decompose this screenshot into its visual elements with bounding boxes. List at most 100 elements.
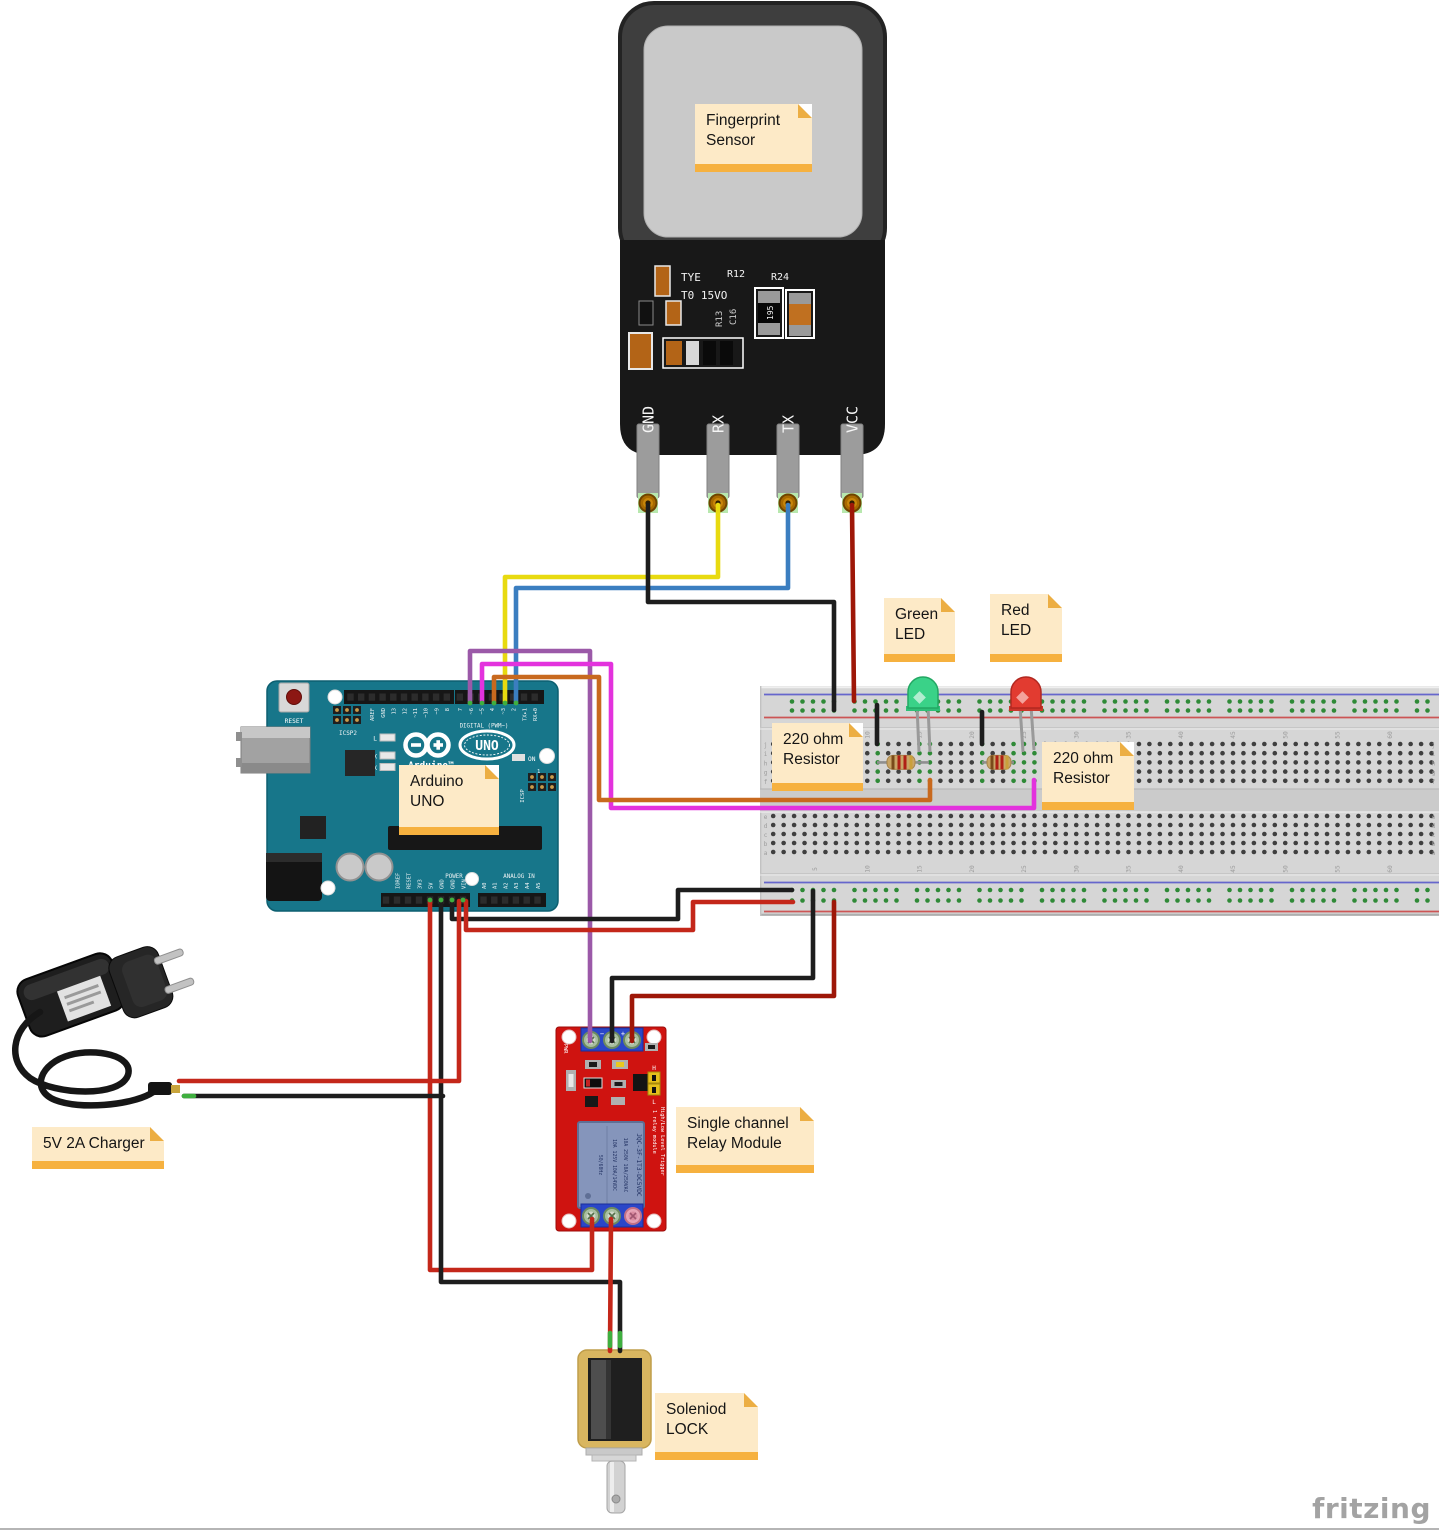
breadboard-hole[interactable] (1303, 750, 1309, 756)
breadboard-rail-hole[interactable] (998, 699, 1003, 704)
header-pin[interactable] (415, 896, 423, 904)
breadboard-hole[interactable] (1303, 831, 1309, 837)
breadboard-rail-hole[interactable] (883, 699, 889, 704)
breadboard-hole[interactable] (1272, 778, 1278, 784)
breadboard-hole[interactable] (781, 840, 786, 846)
breadboard-hole[interactable] (854, 849, 860, 855)
breadboard-hole[interactable] (1011, 822, 1016, 828)
breadboard-hole[interactable] (1251, 840, 1257, 846)
breadboard-hole[interactable] (1418, 741, 1424, 747)
breadboard-hole[interactable] (1209, 778, 1215, 784)
resistor-220-left[interactable] (877, 754, 929, 770)
header-pin[interactable] (456, 693, 463, 701)
breadboard-rail-hole[interactable] (1008, 898, 1014, 903)
breadboard-hole[interactable] (896, 750, 901, 756)
breadboard-rail-hole[interactable] (1081, 898, 1087, 903)
breadboard-hole[interactable] (1397, 741, 1403, 747)
breadboard-rail-hole[interactable] (1206, 898, 1212, 903)
breadboard-hole[interactable] (1147, 813, 1152, 819)
breadboard-hole[interactable] (1418, 849, 1424, 855)
breadboard-hole[interactable] (1429, 760, 1434, 765)
breadboard-hole[interactable] (1157, 750, 1163, 756)
breadboard-hole[interactable] (1418, 769, 1424, 774)
breadboard-hole[interactable] (885, 741, 891, 747)
breadboard-hole[interactable] (1303, 822, 1309, 828)
breadboard-hole[interactable] (791, 813, 797, 819)
breadboard-hole[interactable] (1335, 840, 1340, 846)
breadboard-rail-hole[interactable] (1175, 898, 1180, 903)
breadboard-rail-hole[interactable] (862, 699, 868, 704)
breadboard-rail-hole[interactable] (1269, 898, 1274, 903)
wire-vin-to-rail[interactable] (463, 898, 796, 933)
breadboard-rail-hole[interactable] (1050, 898, 1055, 903)
breadboard-hole[interactable] (1397, 849, 1403, 855)
breadboard-hole[interactable] (1053, 831, 1058, 837)
breadboard-hole[interactable] (1136, 769, 1142, 774)
breadboard-hole[interactable] (1303, 840, 1309, 846)
breadboard-hole[interactable] (1053, 813, 1058, 819)
breadboard-hole[interactable] (1241, 831, 1246, 837)
breadboard-hole[interactable] (948, 840, 954, 846)
breadboard-rail-hole[interactable] (1123, 708, 1128, 713)
breadboard-hole[interactable] (1345, 849, 1351, 855)
breadboard-hole[interactable] (1314, 750, 1319, 756)
breadboard-rail-hole[interactable] (977, 887, 982, 893)
breadboard-hole[interactable] (1282, 769, 1288, 774)
breadboard-rail-hole[interactable] (1383, 699, 1389, 704)
breadboard-rail-hole[interactable] (1383, 708, 1389, 713)
breadboard-hole[interactable] (1115, 840, 1121, 846)
breadboard-hole[interactable] (1429, 840, 1434, 846)
breadboard-hole[interactable] (938, 741, 943, 747)
breadboard-hole[interactable] (1032, 822, 1037, 828)
breadboard-hole[interactable] (864, 822, 870, 828)
breadboard-rail-hole[interactable] (1237, 699, 1243, 704)
breadboard-rail-hole[interactable] (946, 708, 951, 713)
breadboard-rail-hole[interactable] (1394, 887, 1399, 893)
breadboard-hole[interactable] (1084, 831, 1089, 837)
breadboard-hole[interactable] (1073, 840, 1079, 846)
breadboard-hole[interactable] (1147, 750, 1152, 756)
breadboard-rail-hole[interactable] (1425, 898, 1430, 903)
breadboard-hole[interactable] (1241, 741, 1246, 747)
wire-relay-com-to-solenoid[interactable] (607, 1216, 614, 1354)
breadboard-hole[interactable] (1126, 822, 1131, 828)
breadboard-rail-hole[interactable] (1196, 898, 1201, 903)
header-pin[interactable] (510, 693, 517, 701)
breadboard-hole[interactable] (1241, 840, 1246, 846)
breadboard-hole[interactable] (1272, 822, 1278, 828)
breadboard-rail-hole[interactable] (1248, 887, 1253, 893)
breadboard-hole[interactable] (1303, 849, 1309, 855)
wire-gnd-to-solenoid[interactable] (438, 898, 623, 1354)
breadboard-hole[interactable] (969, 778, 975, 784)
breadboard-hole[interactable] (969, 741, 975, 747)
breadboard-rail-hole[interactable] (862, 708, 868, 713)
breadboard-hole[interactable] (927, 813, 933, 819)
breadboard-hole[interactable] (802, 849, 807, 855)
breadboard-rail-hole[interactable] (1196, 708, 1201, 713)
breadboard-rail-hole[interactable] (1362, 898, 1368, 903)
breadboard-rail-hole[interactable] (1269, 708, 1274, 713)
breadboard-rail-hole[interactable] (1123, 699, 1128, 704)
breadboard-hole[interactable] (1293, 813, 1298, 819)
breadboard-hole[interactable] (812, 813, 818, 819)
breadboard-hole[interactable] (1000, 822, 1006, 828)
breadboard-rail-hole[interactable] (873, 887, 878, 893)
breadboard-hole[interactable] (1136, 849, 1142, 855)
breadboard-hole[interactable] (1282, 813, 1288, 819)
breadboard-hole[interactable] (1397, 769, 1403, 774)
breadboard-rail-hole[interactable] (1394, 699, 1399, 704)
breadboard-hole[interactable] (1429, 813, 1434, 819)
breadboard-rail-hole[interactable] (873, 898, 878, 903)
breadboard-hole[interactable] (1429, 778, 1434, 784)
breadboard-hole[interactable] (844, 813, 849, 819)
breadboard-hole[interactable] (1073, 849, 1079, 855)
sensor-pin[interactable] (840, 423, 864, 499)
breadboard-hole[interactable] (1000, 769, 1006, 774)
breadboard-hole[interactable] (1147, 760, 1152, 765)
breadboard-hole[interactable] (1147, 840, 1152, 846)
breadboard-hole[interactable] (1356, 769, 1361, 774)
breadboard-rail-hole[interactable] (1269, 699, 1274, 704)
breadboard-hole[interactable] (1282, 741, 1288, 747)
breadboard-rail-hole[interactable] (1362, 887, 1368, 893)
